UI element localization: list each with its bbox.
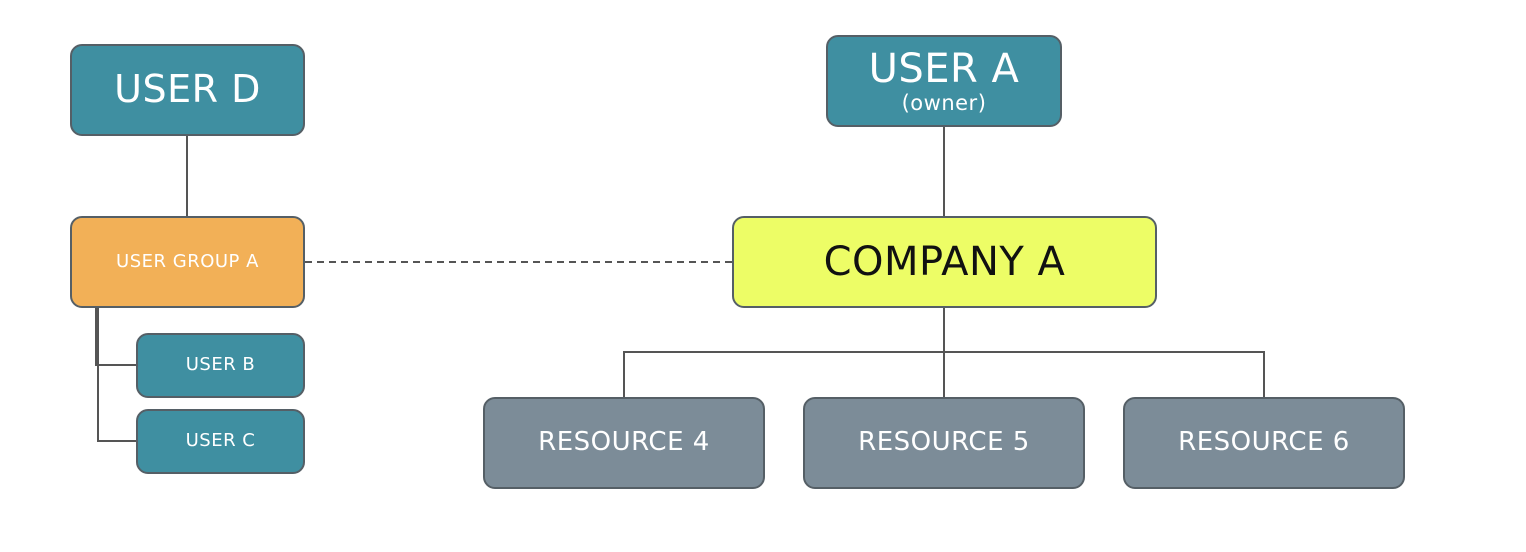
node-user-d: USER D — [70, 44, 305, 136]
node-user-a-role: (owner) — [901, 90, 987, 115]
node-resource-6: RESOURCE 6 — [1123, 397, 1405, 489]
edge-user-group-a-to-user-b — [95, 308, 136, 366]
node-user-d-label: USER D — [114, 67, 261, 112]
node-resource-4-label: RESOURCE 4 — [538, 427, 710, 458]
node-company-a: COMPANY A — [732, 216, 1157, 308]
node-user-group-a-label: USER GROUP A — [116, 250, 259, 272]
node-resource-6-label: RESOURCE 6 — [1178, 427, 1350, 458]
node-user-c: USER C — [136, 409, 305, 474]
node-resource-4: RESOURCE 4 — [483, 397, 765, 489]
node-user-b-label: USER B — [185, 354, 256, 376]
node-company-a-label: COMPANY A — [823, 239, 1066, 285]
node-user-group-a: USER GROUP A — [70, 216, 305, 308]
node-resource-5-label: RESOURCE 5 — [858, 427, 1030, 458]
node-user-b: USER B — [136, 333, 305, 398]
edge-company-a-to-resources — [623, 351, 1265, 397]
node-user-c-label: USER C — [185, 430, 256, 452]
node-user-a-label: USER A — [868, 45, 1020, 92]
node-user-a: USER A (owner) — [826, 35, 1062, 127]
edge-user-group-a-to-user-c — [97, 308, 136, 442]
node-resource-5: RESOURCE 5 — [803, 397, 1085, 489]
